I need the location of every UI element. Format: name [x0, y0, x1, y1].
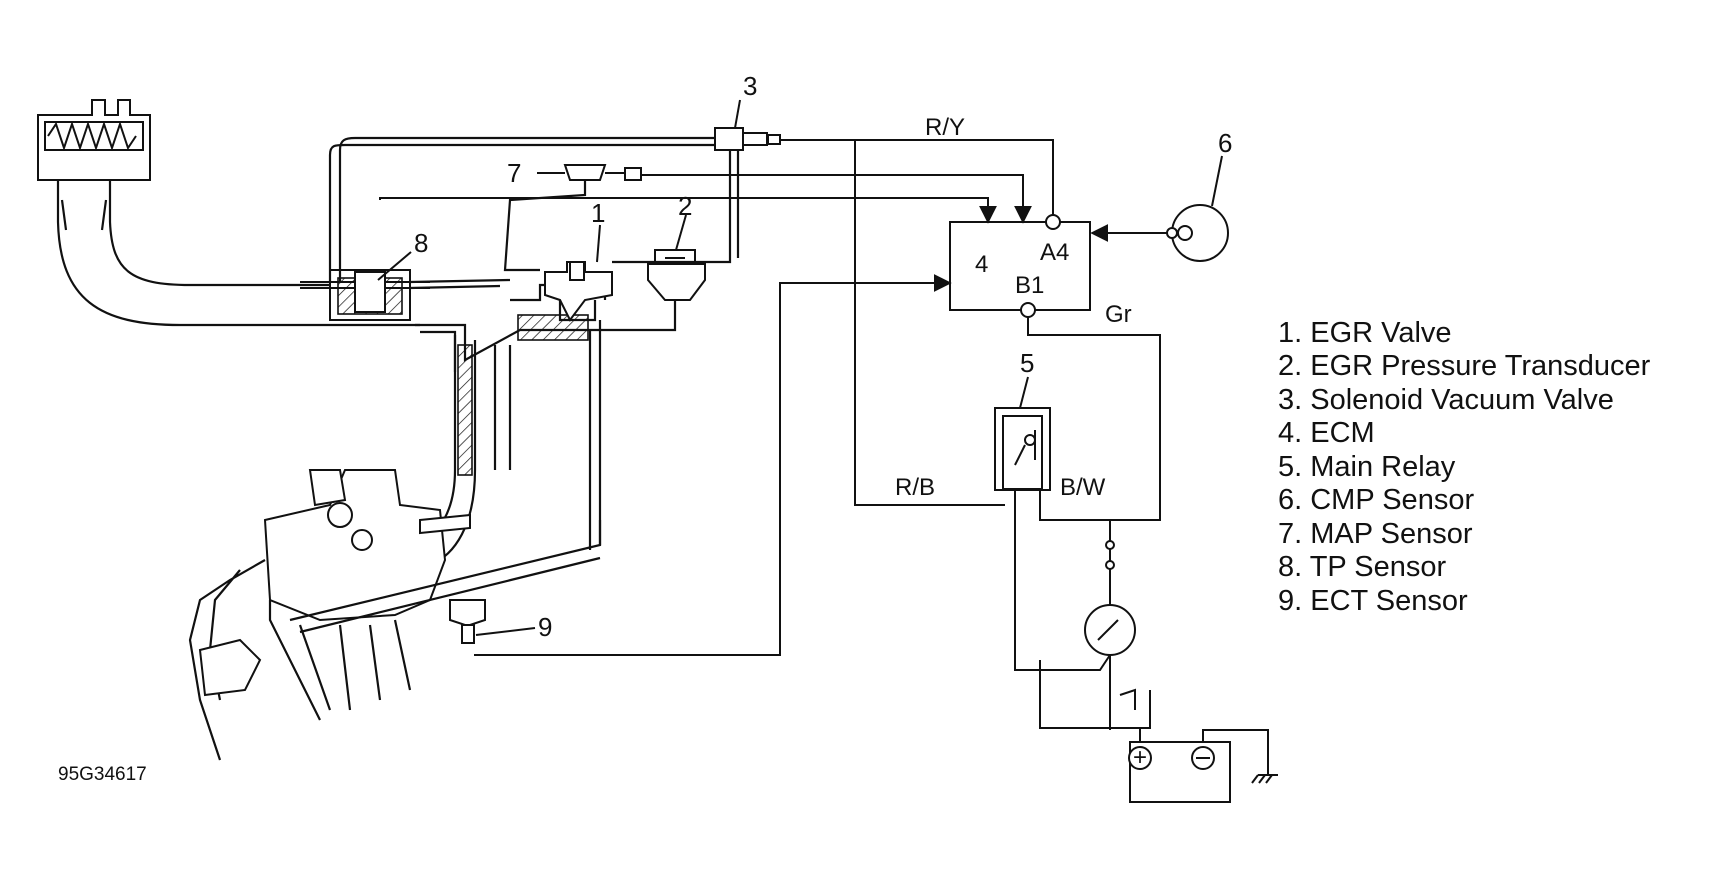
ecm-callout-number: 4 [975, 251, 988, 278]
legend-item: 6. CMP Sensor [1278, 484, 1474, 516]
legend-item: 8. TP Sensor [1278, 551, 1447, 583]
legend-item: 7. MAP Sensor [1278, 518, 1473, 550]
wire-rb [854, 140, 1005, 506]
wire-gr [1027, 317, 1161, 521]
callout-5: 5 [1020, 348, 1034, 378]
engine [188, 330, 602, 761]
wire-label-ry: R/Y [925, 114, 965, 141]
ect-sensor [449, 599, 486, 644]
callout-2: 2 [678, 191, 692, 221]
wire-label-gr: Gr [1105, 301, 1132, 328]
ignition-switch [1084, 540, 1136, 656]
a4-terminal-circle [1045, 214, 1061, 230]
vacuum-hose-inner [328, 143, 715, 282]
solenoid-vacuum-valve [612, 127, 781, 264]
callout-3: 3 [743, 71, 757, 101]
throttle-body [300, 269, 511, 321]
battery: + [1128, 728, 1278, 803]
legend-item: 5. Main Relay [1278, 451, 1456, 483]
fuse-box [1039, 654, 1151, 730]
wire-relay-to-fuse [1014, 490, 1040, 671]
vacuum-hose [338, 136, 715, 282]
callout-1: 1 [591, 198, 605, 228]
tp-sensor [354, 271, 386, 313]
egr-pressure-transducer [600, 249, 706, 332]
ecm-terminal-b1: B1 [1015, 272, 1044, 299]
wire-label-rb: R/B [895, 474, 935, 501]
egr-valve [544, 261, 613, 322]
callout-7: 7 [507, 158, 521, 188]
main-relay [994, 407, 1051, 491]
callout-6: 6 [1218, 128, 1232, 158]
ecm-terminal-a4: A4 [1040, 239, 1069, 266]
legend-item: 2. EGR Pressure Transducer [1278, 350, 1651, 382]
b1-terminal-circle [1020, 302, 1036, 318]
legend-item: 9. ECT Sensor [1278, 585, 1468, 617]
map-sensor [503, 164, 642, 272]
callout-8: 8 [414, 228, 428, 258]
figure-id: 95G34617 [58, 764, 147, 785]
ecm-box: 4 A4 B1 [949, 214, 1091, 318]
cmp-sensor [1166, 204, 1229, 262]
legend-item: 3. Solenoid Vacuum Valve [1278, 384, 1614, 416]
wire-label-bw: B/W [1060, 474, 1106, 501]
air-cleaner [37, 99, 151, 181]
wire-bw [1039, 490, 1111, 605]
battery-positive-symbol: + [1133, 744, 1147, 771]
legend-item: 1. EGR Valve [1278, 317, 1452, 349]
callout-9: 9 [538, 612, 552, 642]
intake-duct [56, 180, 420, 327]
legend: 1. EGR Valve 2. EGR Pressure Transducer … [1278, 317, 1651, 617]
legend-item: 4. ECM [1278, 417, 1375, 449]
ecm-signal-wires [379, 139, 1170, 656]
